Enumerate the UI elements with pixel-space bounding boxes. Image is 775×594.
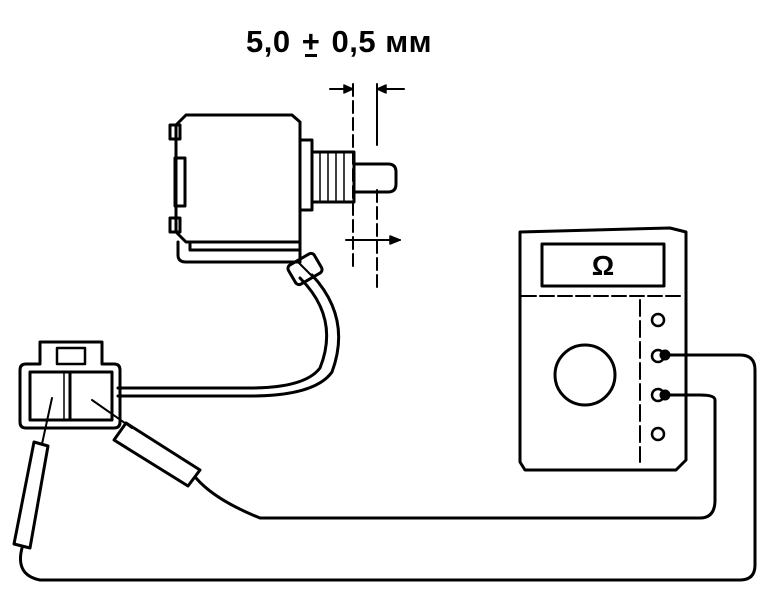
dimension-value: 5,0 xyxy=(246,24,291,59)
dimension-lines xyxy=(329,83,405,293)
probe-left xyxy=(12,349,757,582)
ohm-symbol: Ω xyxy=(591,250,615,281)
plus-minus-sign: + xyxy=(301,24,321,59)
sensor-cable xyxy=(116,251,341,398)
probe-right xyxy=(91,389,717,520)
dimension-label: 5,0 + 0,5 мм xyxy=(246,24,432,60)
sensor xyxy=(168,113,398,264)
dimension-unit: мм xyxy=(385,24,433,59)
multimeter xyxy=(518,226,688,472)
connector xyxy=(18,340,122,430)
dimension-tolerance: 0,5 xyxy=(331,24,377,59)
